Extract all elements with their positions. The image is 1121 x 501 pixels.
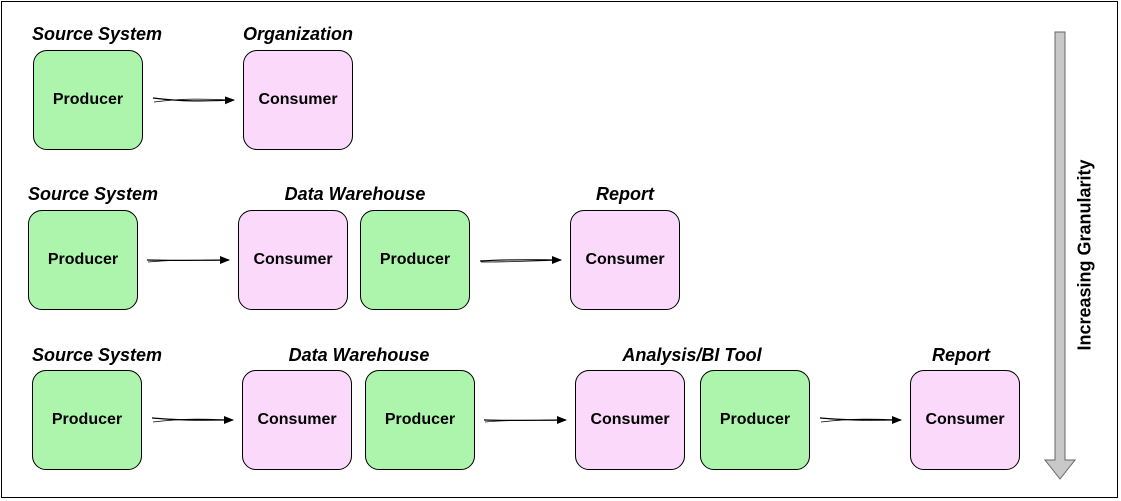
row3-arrow-3-sketch <box>820 418 900 423</box>
row3-producer-box-1: Producer <box>32 370 142 470</box>
row2-label-data-warehouse: Data Warehouse <box>284 184 426 204</box>
row3-consumer-box-3: Consumer <box>910 370 1020 470</box>
row1-arrow-1 <box>152 96 235 105</box>
row2-producer-box-1: Producer <box>28 210 138 310</box>
row3-label-source-system: Source System <box>31 345 163 365</box>
row2-arrow-1-sketch <box>147 259 228 263</box>
row2-label-source-system: Source System <box>27 184 159 204</box>
granularity-down-arrow <box>1043 31 1077 480</box>
row3-label-report: Report <box>932 345 990 365</box>
row1-label-source-system: Source System <box>31 24 163 44</box>
increasing-granularity-label: Increasing Granularity <box>1074 159 1095 351</box>
row2-producer-box-2: Producer <box>360 210 470 310</box>
row3-producer-box-3: Producer <box>700 370 810 470</box>
row2-consumer-box-1: Consumer <box>238 210 348 310</box>
row1-consumer-box: Consumer <box>243 50 353 150</box>
row2-label-report: Report <box>596 184 654 204</box>
row1-label-organization: Organization <box>242 24 354 44</box>
row3-consumer-box-2: Consumer <box>575 370 685 470</box>
row3-producer-box-2: Producer <box>365 370 475 470</box>
row3-label-data-warehouse: Data Warehouse <box>288 345 430 365</box>
row3-consumer-box-1: Consumer <box>242 370 352 470</box>
row1-arrow-1-sketch <box>153 98 233 103</box>
row2-arrow-2-sketch <box>480 259 560 263</box>
row2-consumer-box-2: Consumer <box>570 210 680 310</box>
row3-label-analysis-bi-tool: Analysis/BI Tool <box>622 345 762 365</box>
row3-arrow-1-sketch <box>152 418 232 423</box>
row3-arrow-2-sketch <box>484 419 565 423</box>
row1-producer-box: Producer <box>33 50 143 150</box>
